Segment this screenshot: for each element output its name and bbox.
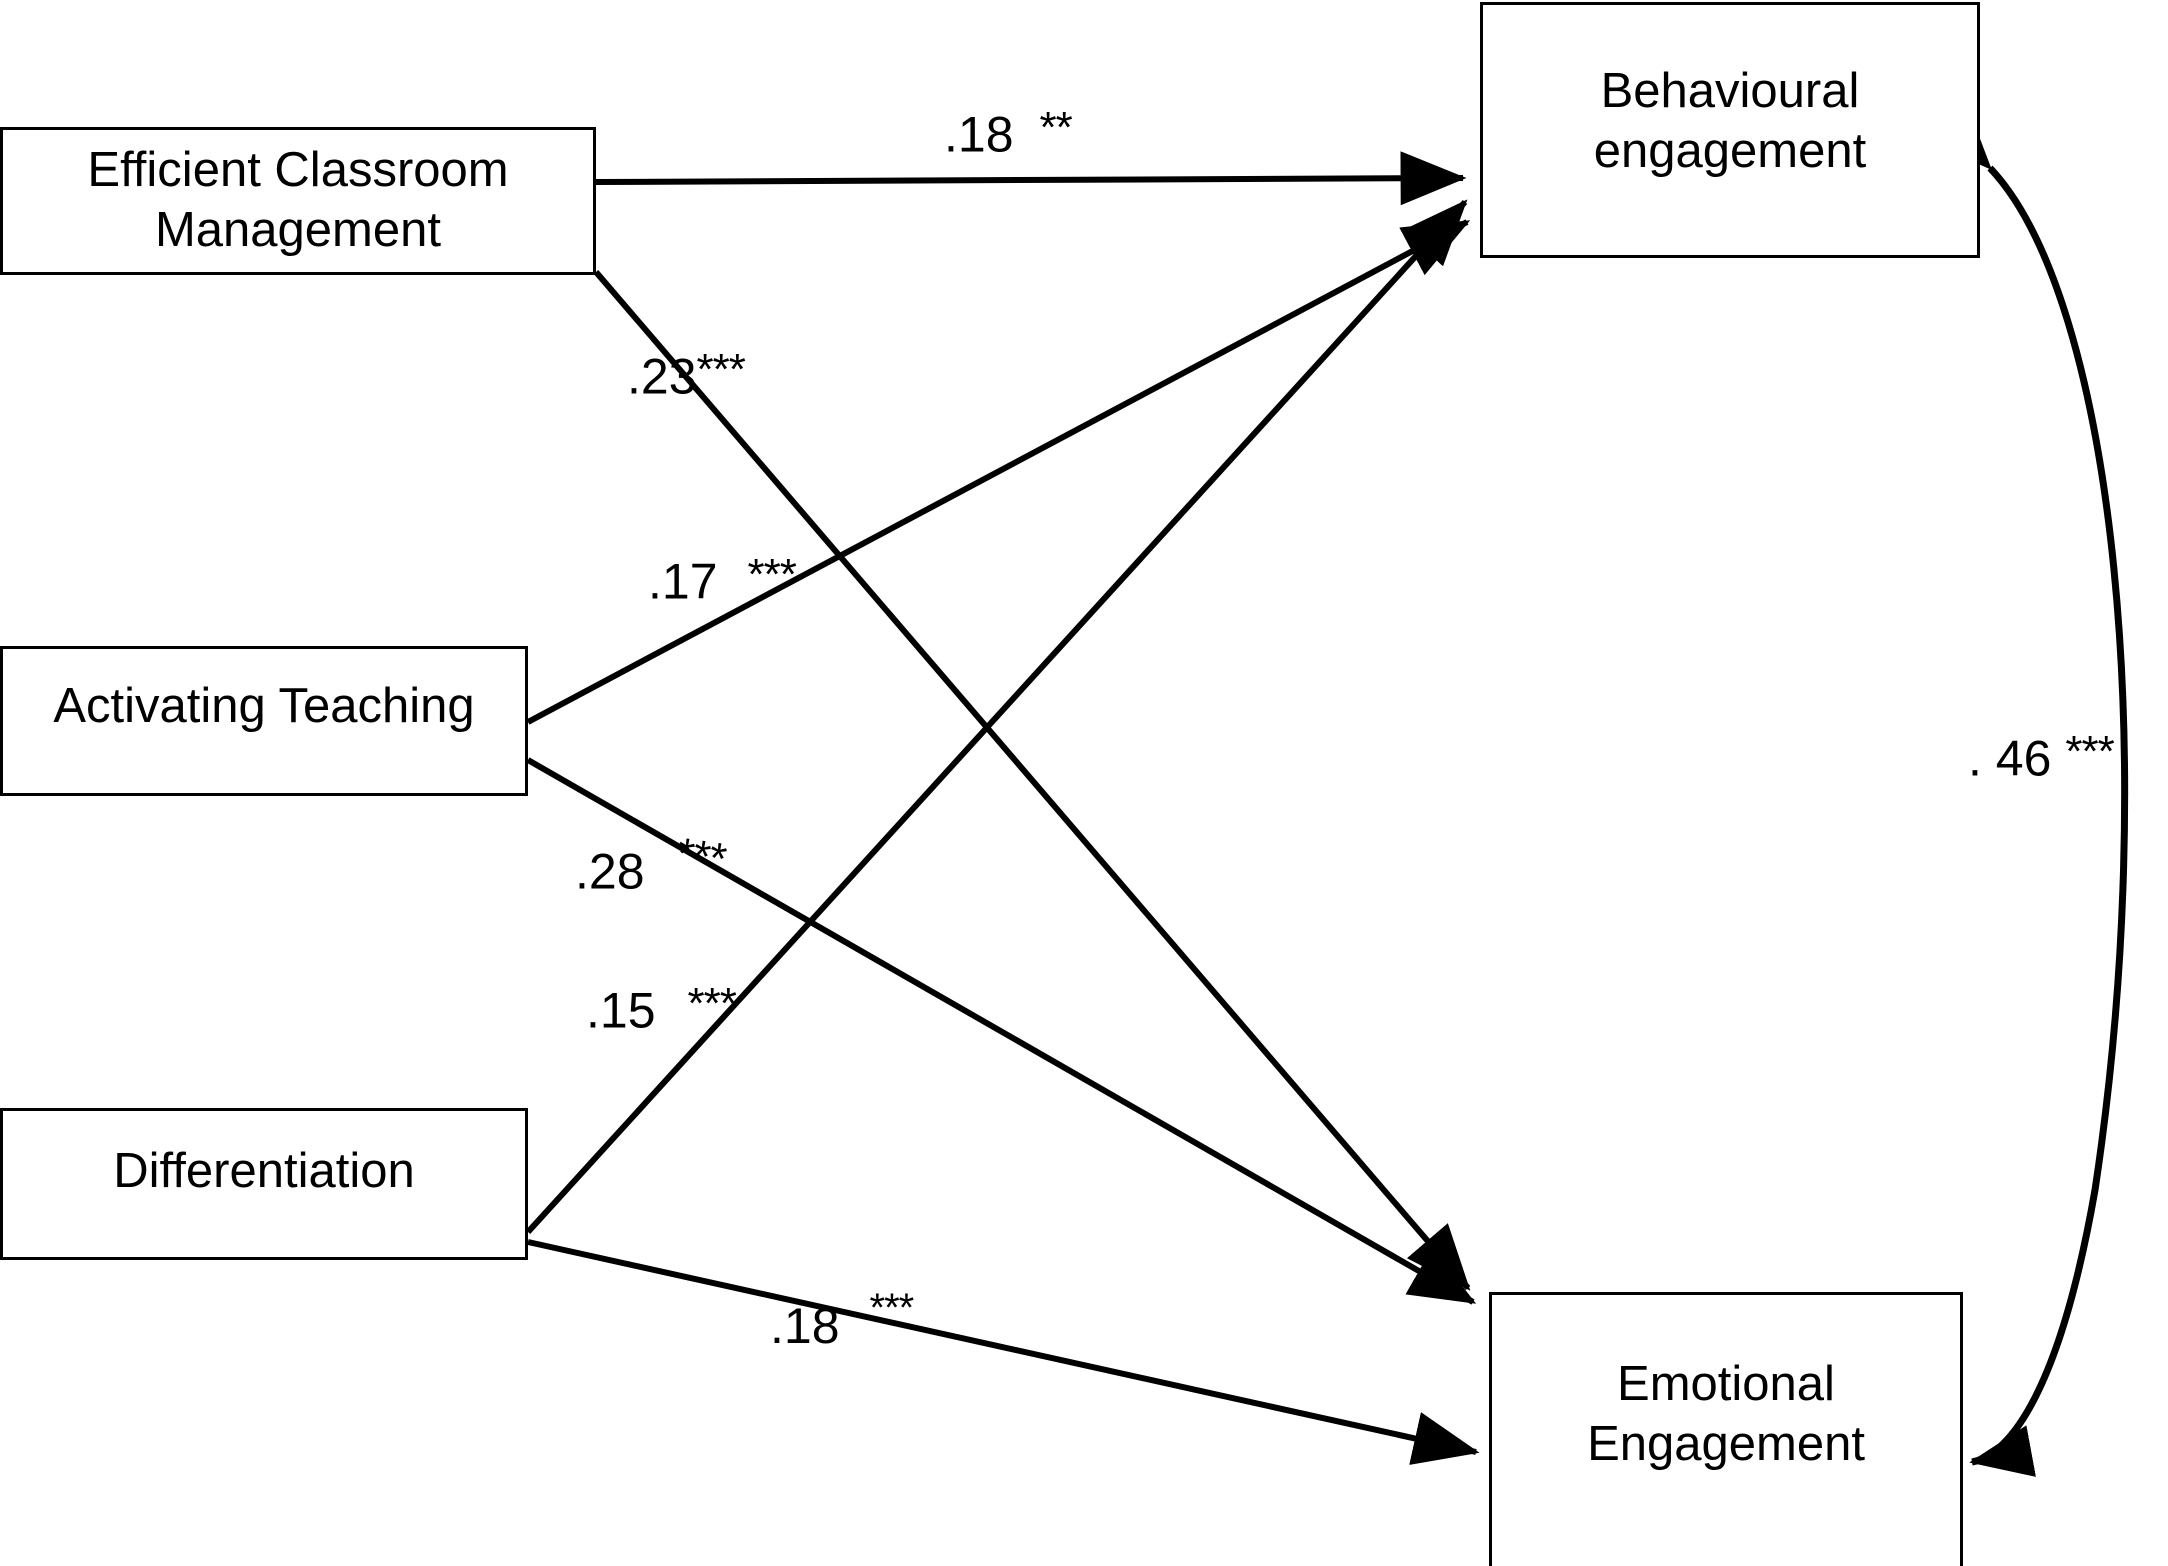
arrow-engagement-correlation: [1929, 106, 2129, 1477]
node-label-efficient-classroom-management: Efficient Classroom Management: [87, 143, 509, 257]
node-behavioural-engagement[interactable]: Behavioural engagement: [1480, 2, 1980, 258]
node-label-emotional-engagement: Emotional Engagement: [1587, 1357, 1865, 1471]
node-label-activating-teaching: Activating Teaching: [53, 679, 475, 734]
node-label-behavioural-engagement: Behavioural engagement: [1593, 64, 1867, 178]
arrow-ecm-to-emotional: [593, 270, 1471, 1291]
arrow-ecm-to-behavioural: [595, 151, 1467, 206]
node-emotional-engagement[interactable]: Emotional Engagement: [1489, 1292, 1963, 1566]
arrow-differentiation-to-behavioural: [525, 199, 1468, 1235]
arrow-activating-to-behavioural: [526, 219, 1471, 725]
arrow-activating-to-emotional: [526, 757, 1477, 1305]
node-label-differentiation: Differentiation: [113, 1144, 415, 1199]
node-differentiation[interactable]: Differentiation: [0, 1108, 528, 1260]
node-activating-teaching[interactable]: Activating Teaching: [0, 646, 528, 796]
arrow-differentiation-to-emotional: [527, 1239, 1480, 1465]
node-efficient-classroom-management[interactable]: Efficient Classroom Management: [0, 127, 596, 275]
